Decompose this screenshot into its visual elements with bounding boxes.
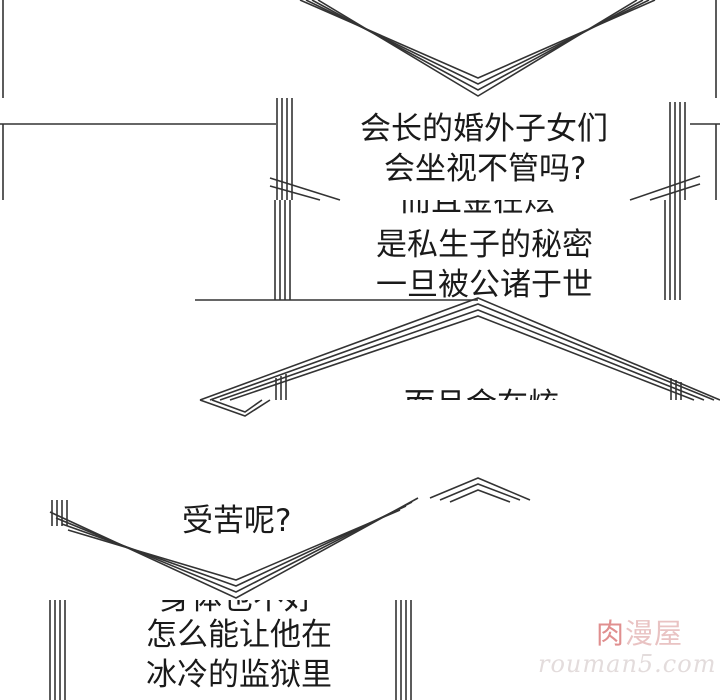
- bubble-frame-caption-three: [195, 297, 720, 401]
- site-watermark-rest: 漫屋: [625, 617, 684, 650]
- site-watermark: 肉漫屋: [596, 612, 683, 652]
- caption-five-line-2: 怎么能让他在: [146, 617, 332, 653]
- bubble-frame-caption-four: [199, 399, 271, 417]
- caption-four-line-1: 受苦呢?: [182, 503, 292, 539]
- caption-two-line-2: 是私生子的秘密: [376, 227, 593, 263]
- bubble-frame-caption-one: [0, 98, 720, 201]
- caption-two-line-3: 一旦被公诸于世: [376, 267, 593, 300]
- caption-five-line-1: 身体也不好: [160, 600, 315, 618]
- caption-five-line-3: 冰冷的监狱里: [146, 657, 332, 693]
- bubble-frame-caption-five: [49, 477, 531, 599]
- caption-three-clip: 而且金在炫: [0, 300, 720, 400]
- caption-two-clip: 而且金在炫 是私生子的秘密 一旦被公诸于世: [0, 200, 720, 300]
- caption-two-line-1: 而且金在炫: [400, 200, 555, 219]
- bubble-frame-caption-six: [49, 600, 412, 700]
- caption-one-line-2: 会坐视不管吗?: [384, 151, 587, 187]
- caption-five-clip: 身体也不好 怎么能让他在 冰冷的监狱里: [0, 600, 720, 700]
- caption-one-line-1: 会长的婚外子女们: [360, 111, 608, 147]
- bubble-frame-top: [2, 0, 717, 98]
- site-watermark-url: rouman5.com: [538, 650, 717, 678]
- bubble-frame-caption-two: [274, 200, 681, 300]
- caption-three-line-1: 而且金在炫: [404, 386, 559, 400]
- site-watermark-first: 肉: [596, 617, 626, 650]
